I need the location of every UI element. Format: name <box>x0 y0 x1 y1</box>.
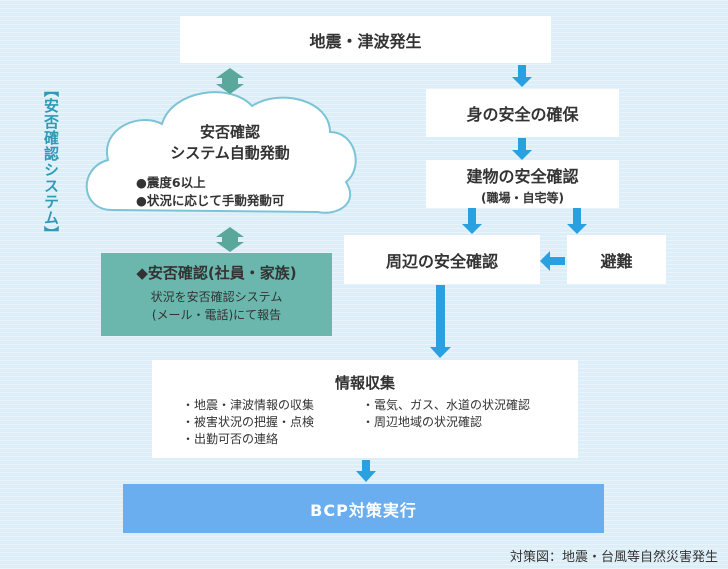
building-safety-subtitle: (職場・自宅等) <box>481 190 564 205</box>
safety-confirmation-desc-line1: 状況を安否確認システム <box>150 290 283 304</box>
figure-caption: 対策図：地震・台風等自然災害発生 <box>509 550 718 565</box>
info-right-list: ・電気、ガス、水道の状況確認 ・周辺地域の状況確認 <box>362 397 530 431</box>
cloud-shape <box>85 91 357 214</box>
self-safety-box: 身の安全の確保 <box>426 89 619 137</box>
info-item-earthquake-news: ・地震・津波情報の収集 <box>182 398 315 412</box>
cloud-title-line1: 安否確認 <box>199 123 260 141</box>
info-item-damage-check: ・被害状況の把握・点検 <box>182 415 315 429</box>
cloud-bullets: ●震度6以上 ●状況に応じて手動発動可 <box>136 174 284 210</box>
arrow-building-to-evacuation <box>567 208 587 234</box>
cloud-title-line2: システム自動発動 <box>170 144 290 162</box>
arrow-surroundings-to-info <box>430 285 451 358</box>
earthquake-box: 地震・津波発生 <box>180 16 551 63</box>
info-left-list: ・地震・津波情報の収集 ・被害状況の把握・点検 ・出勤可否の連絡 <box>182 397 314 448</box>
arrow-evacuation-to-surroundings <box>540 251 565 271</box>
safety-confirmation-desc: 状況を安否確認システム (メール・電話)にて報告 <box>101 288 332 324</box>
safety-confirmation-title: ◆安否確認(社員・家族) <box>136 264 297 282</box>
teal-double-arrow-bottom <box>216 227 244 252</box>
safety-confirmation-box: ◆安否確認(社員・家族) 状況を安否確認システム (メール・電話)にて報告 <box>101 253 332 336</box>
cloud-title: 安否確認 システム自動発動 <box>120 122 340 164</box>
evacuation-box: 避難 <box>567 235 666 284</box>
information-gathering-box: 情報収集 ・地震・津波情報の収集 ・被害状況の把握・点検 ・出勤可否の連絡 ・電… <box>152 360 578 458</box>
arrow-info-to-bcp <box>356 460 376 482</box>
bcp-execution-box: BCP対策実行 <box>123 484 604 533</box>
arrow-earthquake-to-self <box>512 65 532 87</box>
info-item-attendance: ・出勤可否の連絡 <box>182 432 279 446</box>
safety-confirmation-desc-line2: (メール・電話)にて報告 <box>151 308 282 322</box>
cloud-bullet-intensity: ●震度6以上 <box>136 175 206 190</box>
surroundings-safety-box: 周辺の安全確認 <box>344 235 540 284</box>
building-safety-title: 建物の安全確認 <box>466 166 579 186</box>
teal-double-arrow-top <box>216 68 244 94</box>
safety-system-side-label: 【安否確認システム】 <box>42 82 60 242</box>
building-safety-box: 建物の安全確認 (職場・自宅等) <box>426 160 619 208</box>
information-gathering-title: 情報収集 <box>334 374 395 392</box>
info-item-utilities: ・電気、ガス、水道の状況確認 <box>362 398 531 412</box>
arrow-self-to-building <box>512 138 532 160</box>
info-item-area-status: ・周辺地域の状況確認 <box>362 415 483 429</box>
cloud-bullet-manual: ●状況に応じて手動発動可 <box>136 193 285 208</box>
arrow-building-to-surroundings <box>462 208 482 234</box>
